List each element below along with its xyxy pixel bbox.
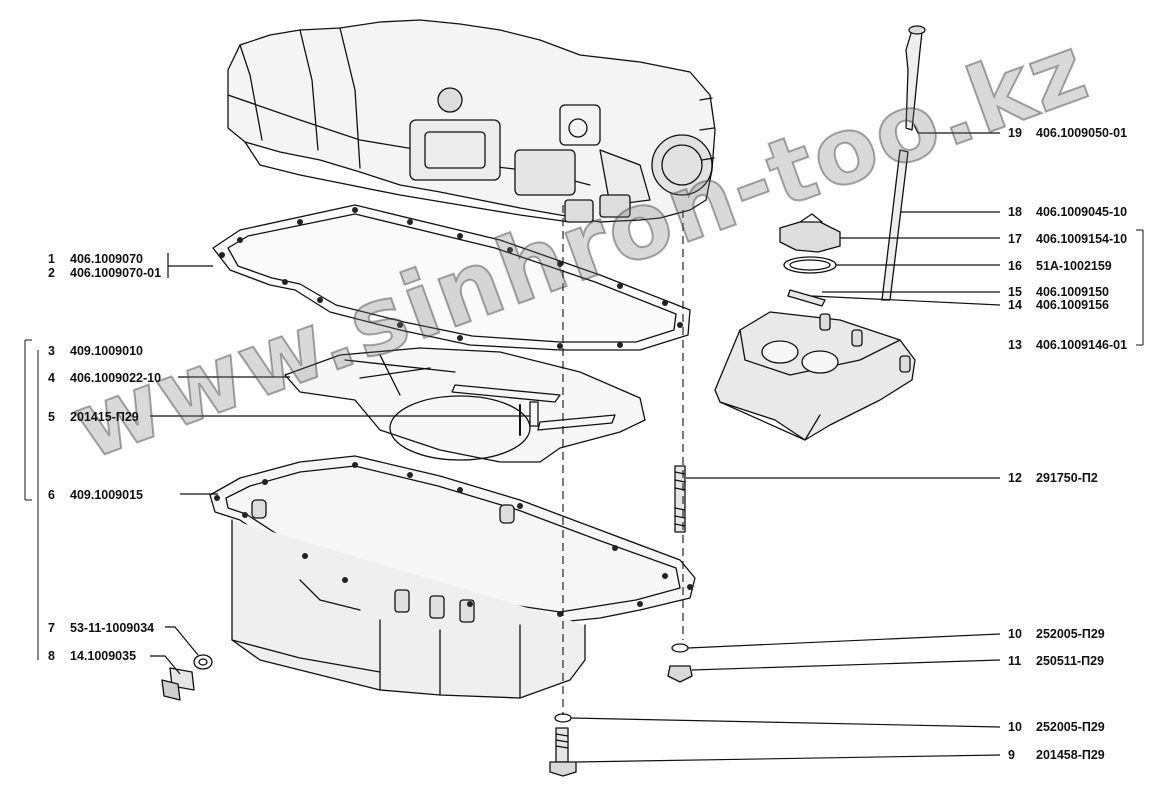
part-code: 406.1009045-10 [1036,205,1128,219]
valve-cover-drawing [714,213,916,441]
part-code: 406.1009156 [1036,298,1109,312]
part-number: 14 [1008,298,1022,312]
part-number: 8 [48,649,55,663]
part-number: 2 [48,266,55,280]
drain-plug-drawing [161,654,213,701]
part-number: 12 [1008,471,1022,485]
part-code: 14.1009035 [70,649,137,663]
part-number: 17 [1008,232,1022,246]
part-number: 3 [48,344,55,358]
gasket-upper-drawing [212,204,691,351]
part-code: 406.1009150 [1036,285,1109,299]
part-code: 406.1009070 [70,252,143,266]
part-code: 406.1009146-01 [1036,338,1128,352]
part-number: 4 [48,371,55,385]
part-code: 201458-П29 [1036,748,1105,762]
part-number: 16 [1008,259,1022,273]
leader-lines [24,124,1144,763]
part-code: 250511-П29 [1036,654,1105,668]
part-number: 15 [1008,285,1022,299]
part-number: 9 [1008,748,1015,762]
part-number: 18 [1008,205,1022,219]
part-code: 51А-1002159 [1036,259,1112,273]
part-code: 291750-П2 [1036,471,1098,485]
bolt-drawing [549,713,577,777]
part-code: 406.1009022-10 [70,371,162,385]
engine-block-drawing [227,19,716,223]
part-code: 201415-П29 [70,410,139,424]
part-number: 13 [1008,338,1022,352]
part-code: 409.1009015 [70,488,143,502]
part-code: 252005-П29 [1036,627,1105,641]
part-number: 1 [48,252,55,266]
part-number: 7 [48,621,55,635]
part-number: 10 [1008,627,1022,641]
part-code: 406.1009050-01 [1036,126,1128,140]
part-number: 5 [48,410,55,424]
oil-pan-drawing [209,455,696,699]
part-code: 53-11-1009034 [70,621,155,635]
part-code: 409.1009010 [70,344,143,358]
part-number: 11 [1008,654,1022,668]
part-code: 406.1009154-10 [1036,232,1128,246]
part-code: 252005-П29 [1036,720,1105,734]
baffle-plate-drawing [284,347,646,463]
part-number: 10 [1008,720,1022,734]
stud-nut-drawing [667,465,693,683]
part-number: 19 [1008,126,1022,140]
part-number: 6 [48,488,55,502]
assembly-axes [562,205,684,715]
part-code: 406.1009070-01 [70,266,162,280]
